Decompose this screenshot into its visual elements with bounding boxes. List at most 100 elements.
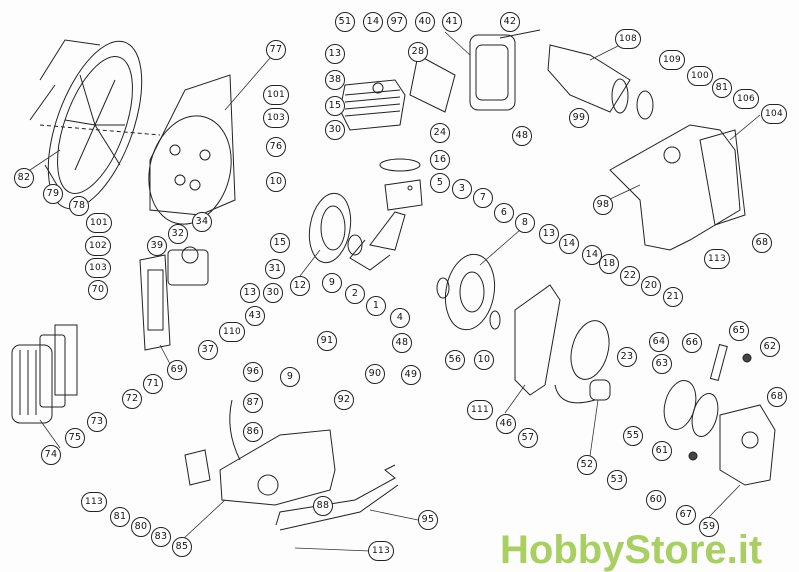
part-number-callout: 8	[515, 213, 535, 233]
part-number-callout: 3	[452, 179, 472, 199]
part-number-callout: 57	[518, 428, 538, 448]
part-number-callout: 48	[512, 126, 532, 146]
part-number-callout: 113	[368, 541, 394, 561]
part-number-callout: 61	[652, 441, 672, 461]
part-number-callout: 31	[265, 259, 285, 279]
part-number-callout: 100	[687, 66, 713, 86]
part-number-callout: 74	[41, 445, 61, 465]
part-number-callout: 64	[649, 332, 669, 352]
part-number-callout: 6	[494, 203, 514, 223]
gasket	[409, 54, 456, 113]
leader-lines	[29, 31, 761, 552]
part-number-callout: 12	[290, 276, 310, 296]
part-number-callout: 113	[81, 492, 107, 512]
fuel-tank	[184, 399, 399, 531]
part-number-callout: 87	[243, 393, 263, 413]
part-number-callout: 109	[659, 50, 685, 70]
part-number-callout: 101	[263, 85, 289, 105]
part-number-callout: 23	[617, 347, 637, 367]
part-number-callout: 91	[317, 331, 337, 351]
part-number-callout: 95	[418, 510, 438, 530]
part-number-callout: 78	[69, 196, 89, 216]
part-number-callout: 80	[131, 517, 151, 537]
part-number-callout: 106	[733, 89, 759, 109]
part-number-callout: 7	[473, 188, 493, 208]
part-number-callout: 72	[122, 389, 142, 409]
part-number-callout: 69	[167, 360, 187, 380]
part-number-callout: 65	[729, 321, 749, 341]
part-number-callout: 103	[263, 108, 289, 128]
ignition-plate	[514, 284, 611, 404]
part-number-callout: 46	[496, 414, 516, 434]
part-number-callout: 51	[335, 12, 355, 32]
part-number-callout: 32	[168, 224, 188, 244]
part-number-callout: 13	[539, 224, 559, 244]
muffler	[469, 29, 541, 111]
blower-tube	[547, 44, 654, 120]
crankcase-right	[436, 253, 501, 331]
part-number-callout: 52	[577, 455, 597, 475]
carburetor	[167, 246, 209, 286]
part-number-callout: 24	[430, 123, 450, 143]
part-number-callout: 68	[767, 387, 787, 407]
blower-housing	[148, 74, 236, 225]
part-number-callout: 79	[43, 184, 63, 204]
part-number-callout: 34	[192, 212, 212, 232]
part-number-callout: 62	[760, 337, 780, 357]
part-number-callout: 101	[86, 213, 112, 233]
part-number-callout: 42	[500, 12, 520, 32]
part-number-callout: 56	[445, 350, 465, 370]
part-number-callout: 39	[147, 236, 167, 256]
part-number-callout: 10	[474, 350, 494, 370]
part-number-callout: 111	[467, 400, 493, 420]
part-number-callout: 103	[85, 258, 111, 278]
part-number-callout: 82	[14, 168, 34, 188]
part-number-callout: 20	[641, 276, 661, 296]
part-number-callout: 70	[88, 280, 108, 300]
piston-crankshaft	[349, 158, 423, 271]
part-number-callout: 98	[593, 195, 613, 215]
part-number-callout: 86	[243, 422, 263, 442]
part-number-callout: 55	[623, 426, 643, 446]
part-number-callout: 13	[240, 283, 260, 303]
part-number-callout: 85	[172, 537, 192, 557]
part-number-callout: 81	[712, 78, 732, 98]
part-number-callout: 43	[245, 306, 265, 326]
part-number-callout: 60	[646, 490, 666, 510]
part-number-callout: 14	[582, 245, 602, 265]
starter-assembly	[663, 343, 776, 486]
part-number-callout: 10	[266, 172, 286, 192]
part-number-callout: 16	[430, 150, 450, 170]
part-number-callout: 37	[198, 340, 218, 360]
part-number-callout: 108	[615, 29, 641, 49]
part-number-callout: 2	[345, 284, 365, 304]
part-number-callout: 92	[334, 390, 354, 410]
part-number-callout: 48	[392, 333, 412, 353]
part-number-callout: 41	[442, 12, 462, 32]
part-number-callout: 83	[151, 527, 171, 547]
part-number-callout: 102	[85, 236, 111, 256]
part-number-callout: 15	[270, 233, 290, 253]
part-number-callout: 96	[243, 362, 263, 382]
cylinder	[339, 79, 406, 131]
part-number-callout: 99	[569, 108, 589, 128]
part-number-callout: 1	[366, 296, 386, 316]
part-number-callout: 66	[682, 333, 702, 353]
part-number-callout: 75	[65, 428, 85, 448]
part-number-callout: 22	[620, 266, 640, 286]
part-number-callout: 49	[401, 365, 421, 385]
part-number-callout: 59	[699, 517, 719, 537]
part-number-callout: 9	[322, 273, 342, 293]
part-number-callout: 81	[110, 507, 130, 527]
part-number-callout: 97	[387, 12, 407, 32]
engine-shroud	[609, 124, 746, 251]
part-number-callout: 18	[599, 254, 619, 274]
part-number-callout: 63	[652, 354, 672, 374]
part-number-callout: 30	[325, 120, 345, 140]
part-number-callout: 5	[430, 173, 450, 193]
part-number-callout: 38	[325, 70, 345, 90]
part-number-callout: 88	[313, 496, 333, 516]
part-number-callout: 28	[408, 42, 428, 62]
part-number-callout: 68	[752, 233, 772, 253]
